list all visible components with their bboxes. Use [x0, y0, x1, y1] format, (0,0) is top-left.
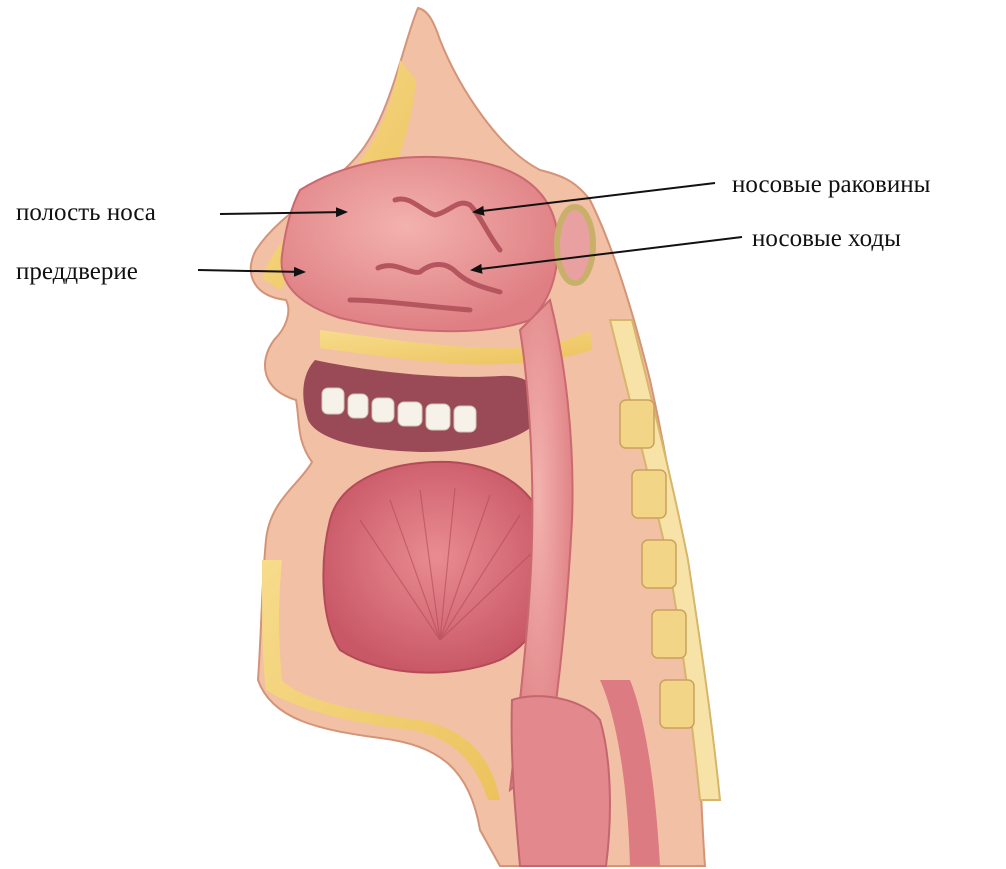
label-nasal-passages: носовые ходы — [752, 226, 901, 251]
label-nasal-cavity: полость носа — [16, 200, 156, 225]
label-vestibule: преддверие — [16, 259, 138, 284]
arrow-vestibule — [198, 270, 304, 272]
arrow-nasal-conchae — [474, 183, 715, 212]
label-nasal-conchae: носовые раковины — [732, 172, 930, 197]
arrow-nasal-cavity — [220, 212, 346, 214]
arrow-nasal-passages — [472, 237, 742, 270]
